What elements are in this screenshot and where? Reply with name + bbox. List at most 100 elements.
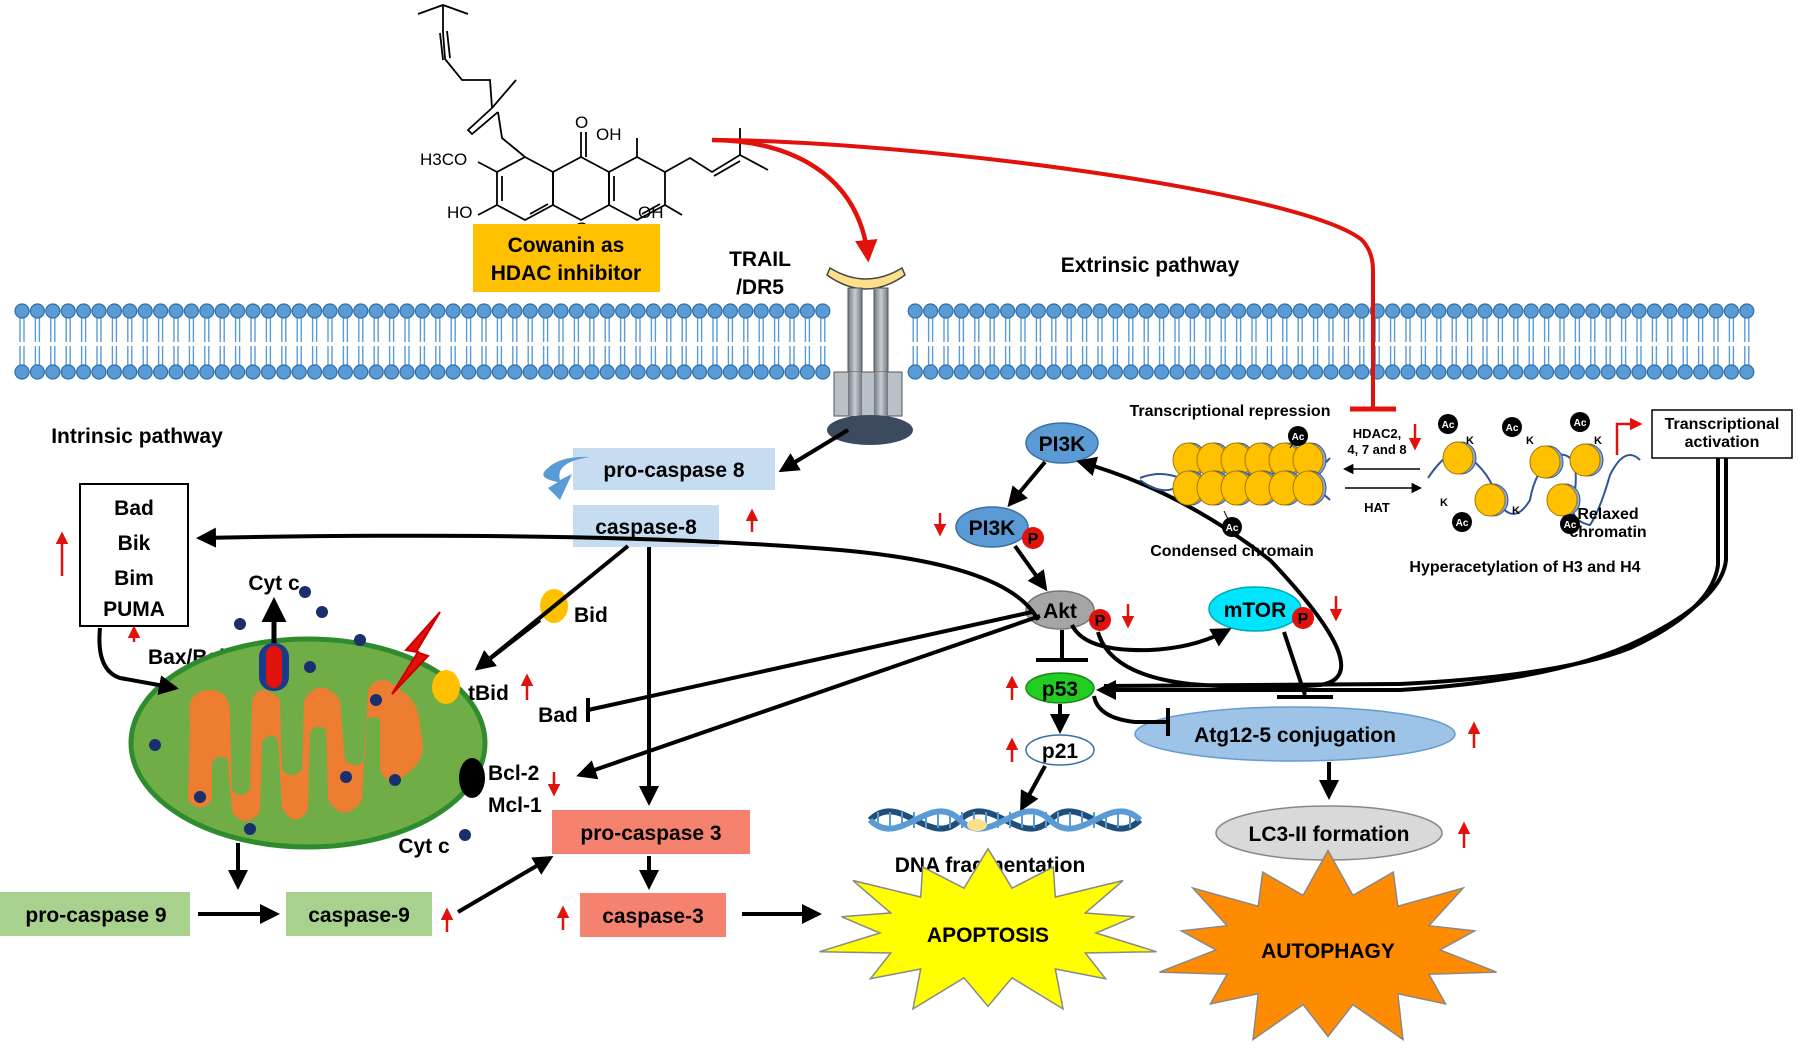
hat-label: HAT [1364,500,1390,515]
transcriptional-activation-line2: activation [1685,434,1760,451]
receptor-label-line2: /DR5 [736,276,784,299]
cowanin-structure [417,4,769,222]
tbid-label: tBid [468,682,509,705]
pi3k-p-label: PI3K [969,517,1016,540]
dna-helix [867,808,1143,832]
compound-hdac-inhibition [711,138,1375,407]
autocleavage-arrow [543,456,590,500]
receptor-to-procasp8-arrow [778,428,850,473]
svg-text:Ac: Ac [1226,523,1239,534]
receptor-label-line1: TRAIL [729,248,791,271]
relaxed-chromatin-line1: Relaxed [1577,506,1638,523]
caspase-3-box [580,893,726,937]
trail-dr5-receptor [826,266,913,445]
svg-text:K: K [1594,435,1602,447]
compound-label-line1: Cowanin as [508,234,625,257]
compound-label-box [473,224,660,292]
svg-text:Ac: Ac [1442,420,1455,431]
pro-caspase-9-box [0,892,190,936]
cyt-c-bottom-label: Cyt c [398,835,450,858]
caspase-3-label: caspase-3 [602,905,704,928]
death-domain [827,415,913,445]
svg-text:K: K [1512,505,1520,517]
apoptosis-label: APOPTOSIS [927,924,1049,947]
bad-label: Bad [538,704,578,727]
pi3k-node [1025,422,1099,464]
bcl2-mcl1-molecule [459,758,485,798]
cyt-c-top-label: Cyt c [248,572,300,595]
akt-label: Akt [1043,600,1077,623]
apoptosis-burst [819,847,1157,1011]
caspase-9-box [286,892,432,936]
trail-ligand [826,266,906,290]
pi3k-phospho [1022,527,1044,549]
hdac-label-line2: 4, 7 and 8 [1347,442,1406,457]
chem-h3co: H3CO [420,150,467,169]
mcl1-label: Mcl-1 [488,794,542,817]
hdac-label-line1: HDAC2, [1353,426,1401,441]
chem-ho-left: HO [447,203,473,222]
caspase-9-label: caspase-9 [308,904,410,927]
svg-text:K: K [1526,435,1534,447]
compound-label-line2: HDAC inhibitor [491,262,641,285]
svg-text:Ac: Ac [1564,520,1577,531]
akt-node [1025,590,1095,630]
intrinsic-pathway-label: Intrinsic pathway [51,425,223,448]
regulation-arrows [55,424,1481,932]
caspase-8-label: caspase-8 [595,516,697,539]
bh3-proteins-list: Bad Bik Bim PUMA [103,497,165,621]
bh3-proteins-box [79,483,189,627]
bh3-bim: Bim [114,567,154,590]
chem-o-keto: O [575,113,588,132]
svg-text:Ac: Ac [1456,518,1469,529]
pro-caspase-3-label: pro-caspase 3 [580,822,721,845]
mitochondrion [128,586,488,850]
lc3-label: LC3-II formation [1249,823,1410,846]
transcriptional-repression-label: Transcriptional repression [1130,403,1331,420]
svg-text:Ac: Ac [1574,418,1587,429]
akt-phospho [1089,609,1111,631]
extrinsic-pathway-label: Extrinsic pathway [1061,254,1240,277]
pro-caspase-3-box [552,810,750,854]
pi3k-phospho-label: P [1028,531,1039,548]
condensed-chromatin-label: Condensed chromain [1150,543,1314,560]
pro-caspase-9-label: pro-caspase 9 [25,904,166,927]
autophagy-burst [1159,849,1497,1042]
transcriptional-activation-box [1651,409,1793,459]
akt-phospho-label: P [1095,613,1106,630]
pro-caspase-8-box [573,448,775,490]
bh3-bik: Bik [118,532,151,555]
lightning-stress-icon [391,611,441,695]
svg-text:Ac: Ac [1506,423,1519,434]
bid-label: Bid [574,604,608,627]
atg-node [1134,706,1456,762]
transcription-start-arrow [1615,417,1643,455]
pi3k-p-node [955,506,1029,548]
pathway-arrows [97,444,1728,924]
relaxed-chromatin-line2: chromatin [1569,524,1646,541]
mtor-phospho-label: P [1298,611,1309,628]
hyperacetylation-label: Hyperacetylation of H3 and H4 [1409,559,1640,576]
chem-oh-top: OH [596,125,622,144]
autophagy-label: AUTOPHAGY [1261,940,1395,963]
pi3k-label: PI3K [1039,433,1086,456]
svg-text:Ac: Ac [1292,432,1305,443]
bh3-puma: PUMA [103,598,165,621]
p53-node [1025,672,1095,704]
tbid-molecule [432,670,460,704]
svg-text:K: K [1466,435,1474,447]
mtor-label: mTOR [1224,599,1287,622]
mtor-phospho [1292,607,1314,629]
p21-label: p21 [1042,740,1079,763]
atg-label: Atg12-5 conjugation [1194,724,1396,747]
bh3-bad: Bad [114,497,154,520]
cell-membrane [14,303,1755,380]
p53-label: p53 [1042,678,1078,701]
p21-node [1025,734,1095,766]
transcriptional-activation-line1: Transcriptional [1665,416,1780,433]
pro-caspase-8-label: pro-caspase 8 [603,459,745,482]
bcl2-label: Bcl-2 [488,762,539,785]
